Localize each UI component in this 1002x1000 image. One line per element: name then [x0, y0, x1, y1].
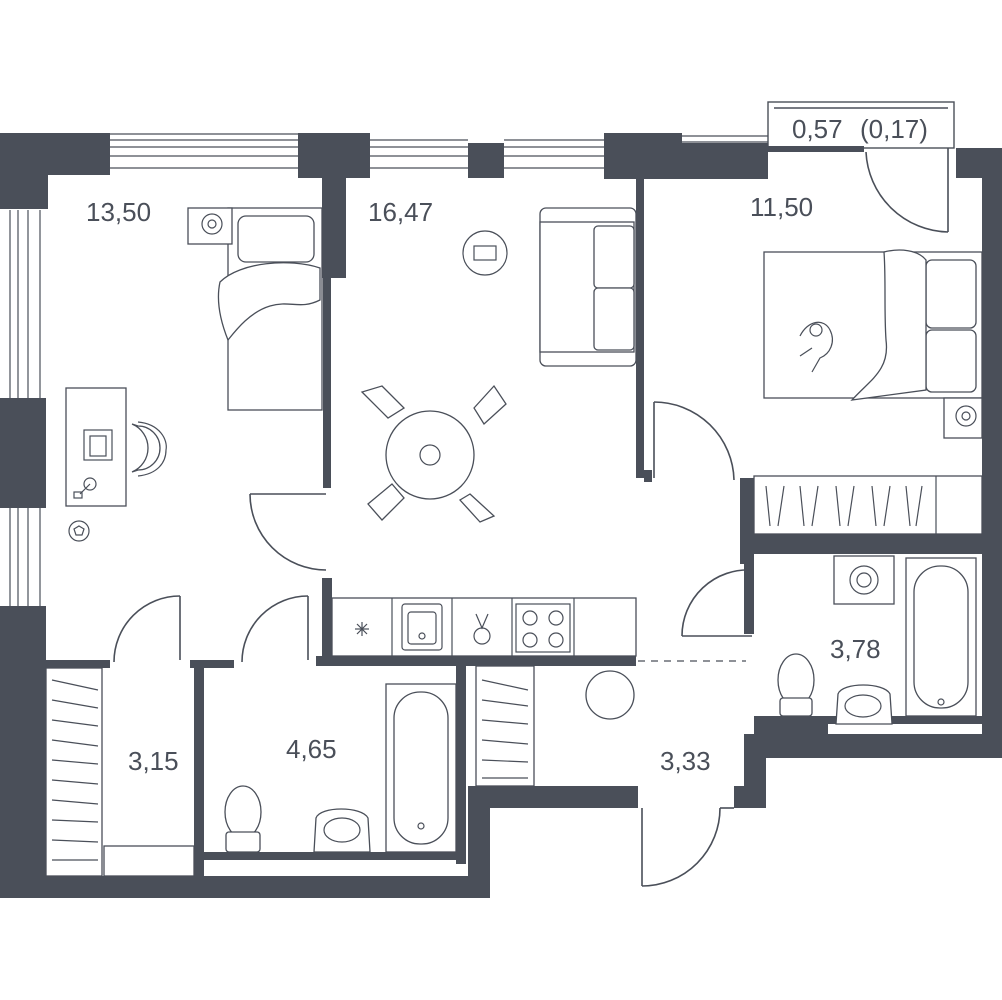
washing-machine-icon — [833, 555, 895, 605]
balcony-reduced-area-label: (0,17) — [860, 114, 928, 144]
room-area-bedroom-left: 13,50 — [86, 197, 151, 227]
room-labels: 13,50 16,47 11,50 3,15 4,65 3,33 3,78 — [86, 192, 881, 776]
stove-icon — [515, 603, 571, 653]
sink-icon — [401, 603, 443, 651]
room-area-bathroom-left: 4,65 — [286, 734, 337, 764]
fan-icon — [943, 397, 983, 439]
room-area-living-kitchen: 16,47 — [368, 197, 433, 227]
walls — [0, 133, 1002, 898]
sink-icon — [313, 808, 371, 853]
sofa-icon — [539, 207, 637, 367]
toilet-icon — [777, 653, 815, 717]
ball-icon — [68, 520, 90, 542]
balcony: 0,57 (0,17) — [767, 101, 955, 233]
bathtub-icon — [905, 557, 977, 717]
doors — [113, 401, 753, 887]
nightstand-icon — [187, 207, 233, 245]
wardrobe-icon — [45, 667, 195, 877]
bathtub-icon — [385, 683, 457, 853]
kitchen-counter — [331, 597, 637, 657]
toilet-icon — [224, 785, 262, 853]
room-area-bathroom-right: 3,78 — [830, 634, 881, 664]
ceiling-lamp-icon — [462, 230, 508, 276]
room-area-hallway: 3,33 — [660, 746, 711, 776]
bed-icon — [217, 207, 323, 411]
balcony-area-label: 0,57 — [792, 114, 843, 144]
faucet-icon — [473, 613, 491, 645]
chair-icon — [131, 421, 167, 477]
desk-icon — [65, 387, 127, 507]
wardrobe-right-icon — [753, 475, 983, 535]
dining-table-icon — [360, 384, 507, 523]
windows — [9, 133, 768, 606]
room-area-bedroom-right: 11,50 — [750, 192, 813, 222]
cat-icon — [799, 321, 833, 373]
double-bed-icon — [763, 249, 983, 401]
room-area-wardrobe: 3,15 — [128, 746, 179, 776]
sparkle-icon — [355, 622, 369, 636]
hallway-wardrobe-icon — [475, 665, 535, 787]
round-table-icon — [585, 670, 635, 720]
sink-icon — [835, 684, 893, 725]
